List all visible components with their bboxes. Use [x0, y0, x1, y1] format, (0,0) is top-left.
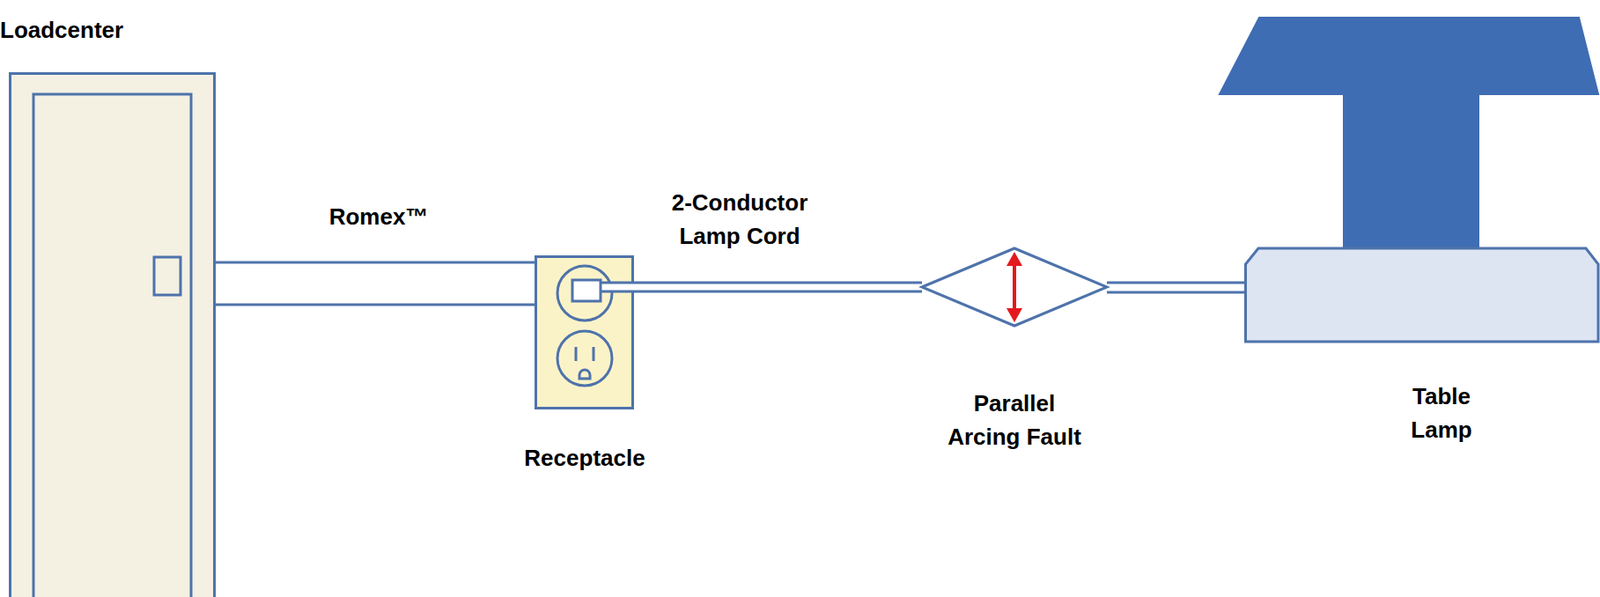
cable: [215, 262, 535, 305]
cable-label: 2-Conductor Lamp Cord: [660, 186, 819, 253]
arcing-fault-diamond: Parallel Arcing Fault: [921, 246, 1107, 328]
node-label: Parallel Arcing Fault: [935, 387, 1094, 454]
node-label: Table Lamp: [1393, 380, 1490, 447]
loadcenter-panel-outline: [8, 72, 216, 597]
arcing-fault-diamond-outline: [921, 246, 1107, 328]
cable: [1106, 282, 1245, 293]
loadcenter-panel: Loadcenter: [8, 72, 216, 597]
node-label: Loadcenter: [0, 14, 229, 48]
table-lamp-outline: [1244, 17, 1600, 344]
cable-label: Romex™: [329, 200, 429, 235]
receptacle-outlet-outline: [534, 255, 635, 410]
receptacle-outlet: Receptacle: [534, 255, 635, 410]
node-label: Receptacle: [523, 442, 645, 476]
cable: [634, 282, 922, 292]
table-lamp: Table Lamp: [1244, 17, 1600, 344]
